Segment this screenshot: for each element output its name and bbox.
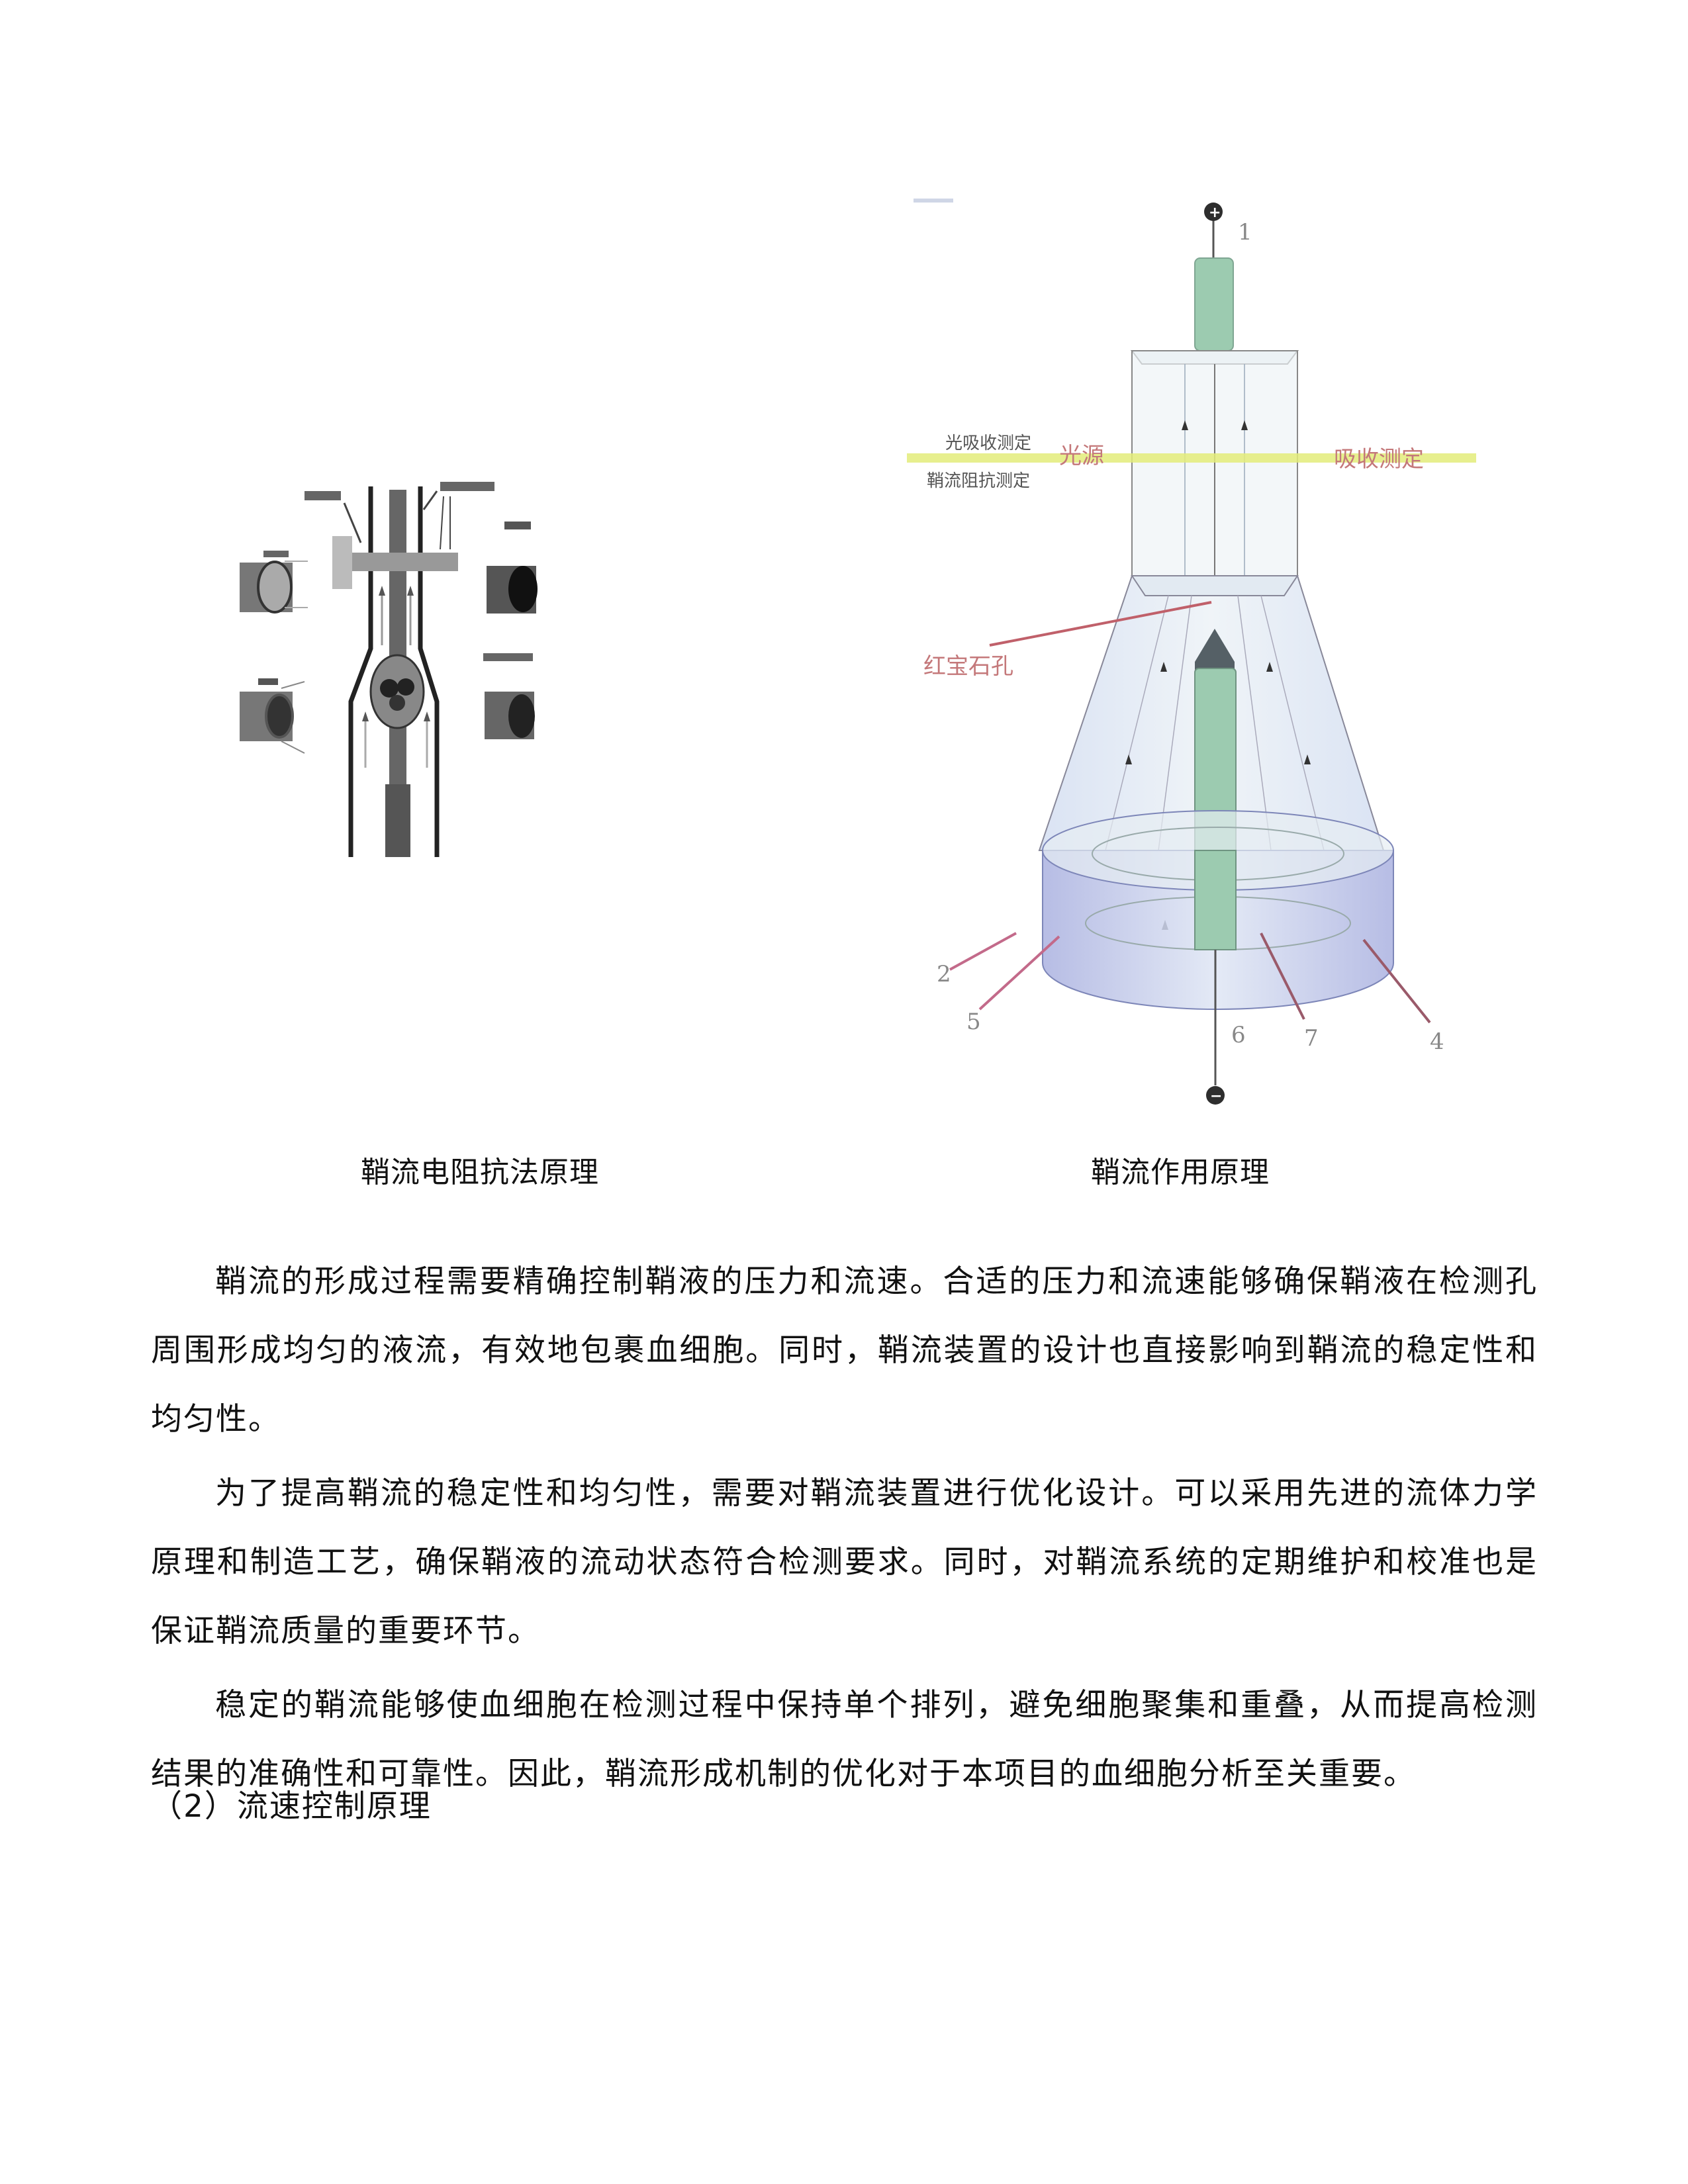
svg-text:红宝石孔: 红宝石孔 bbox=[923, 653, 1013, 680]
figure-sheath-flow-diagram: + 1 光吸收测定 光源 吸收测定 鞘流阻抗测定 bbox=[907, 185, 1489, 1125]
body-paragraph: 为了提高鞘流的稳定性和均匀性，需要对鞘流装置进行优化设计。可以采用先进的流体力学… bbox=[151, 1475, 1538, 1649]
svg-text:鞘流阻抗测定: 鞘流阻抗测定 bbox=[927, 471, 1030, 491]
svg-text:光吸收测定: 光吸收测定 bbox=[945, 433, 1031, 453]
svg-text:4: 4 bbox=[1430, 1028, 1444, 1055]
figure-sheath-impedance-diagram bbox=[218, 463, 781, 860]
detail-cylinder-top-left bbox=[240, 551, 308, 614]
positive-electrode-icon bbox=[1204, 203, 1223, 221]
figure-caption-left: 鞘流电阻抗法原理 bbox=[361, 1156, 599, 1189]
watermark-text bbox=[914, 199, 953, 203]
svg-text:吸收测定: 吸收测定 bbox=[1334, 446, 1424, 473]
detail-cylinder-bottom-right bbox=[483, 653, 535, 739]
svg-text:7: 7 bbox=[1304, 1025, 1319, 1052]
figure-caption-right: 鞘流作用原理 bbox=[1091, 1156, 1270, 1189]
svg-text:+: + bbox=[1209, 205, 1221, 221]
svg-text:1: 1 bbox=[1238, 219, 1252, 246]
svg-text:6: 6 bbox=[1231, 1022, 1246, 1048]
svg-text:5: 5 bbox=[966, 1009, 981, 1035]
detail-cylinder-top-right bbox=[487, 522, 538, 614]
svg-text:光源: 光源 bbox=[1059, 443, 1104, 469]
ruby-aperture-pointer bbox=[989, 601, 1212, 647]
detail-cylinder-bottom-left bbox=[240, 678, 305, 754]
body-paragraph: 鞘流的形成过程需要精确控制鞘液的压力和流速。合适的压力和流速能够确保鞘液在检测孔… bbox=[151, 1263, 1538, 1437]
svg-text:−: − bbox=[1210, 1088, 1222, 1105]
section-heading: （2）流速控制原理 bbox=[151, 1788, 432, 1825]
sheath-flow-illustration: + 1 光吸收测定 光源 吸收测定 鞘流阻抗测定 bbox=[907, 199, 1476, 1105]
sheath-impedance-illustration bbox=[240, 482, 538, 857]
inner-sample-tube-top bbox=[1194, 257, 1234, 351]
light-beam bbox=[907, 453, 1476, 463]
body-paragraph: 稳定的鞘流能够使血细胞在检测过程中保持单个排列，避免细胞聚集和重叠，从而提高检测… bbox=[151, 1687, 1538, 1792]
svg-text:2: 2 bbox=[937, 961, 951, 987]
negative-electrode-icon bbox=[1206, 1086, 1225, 1105]
